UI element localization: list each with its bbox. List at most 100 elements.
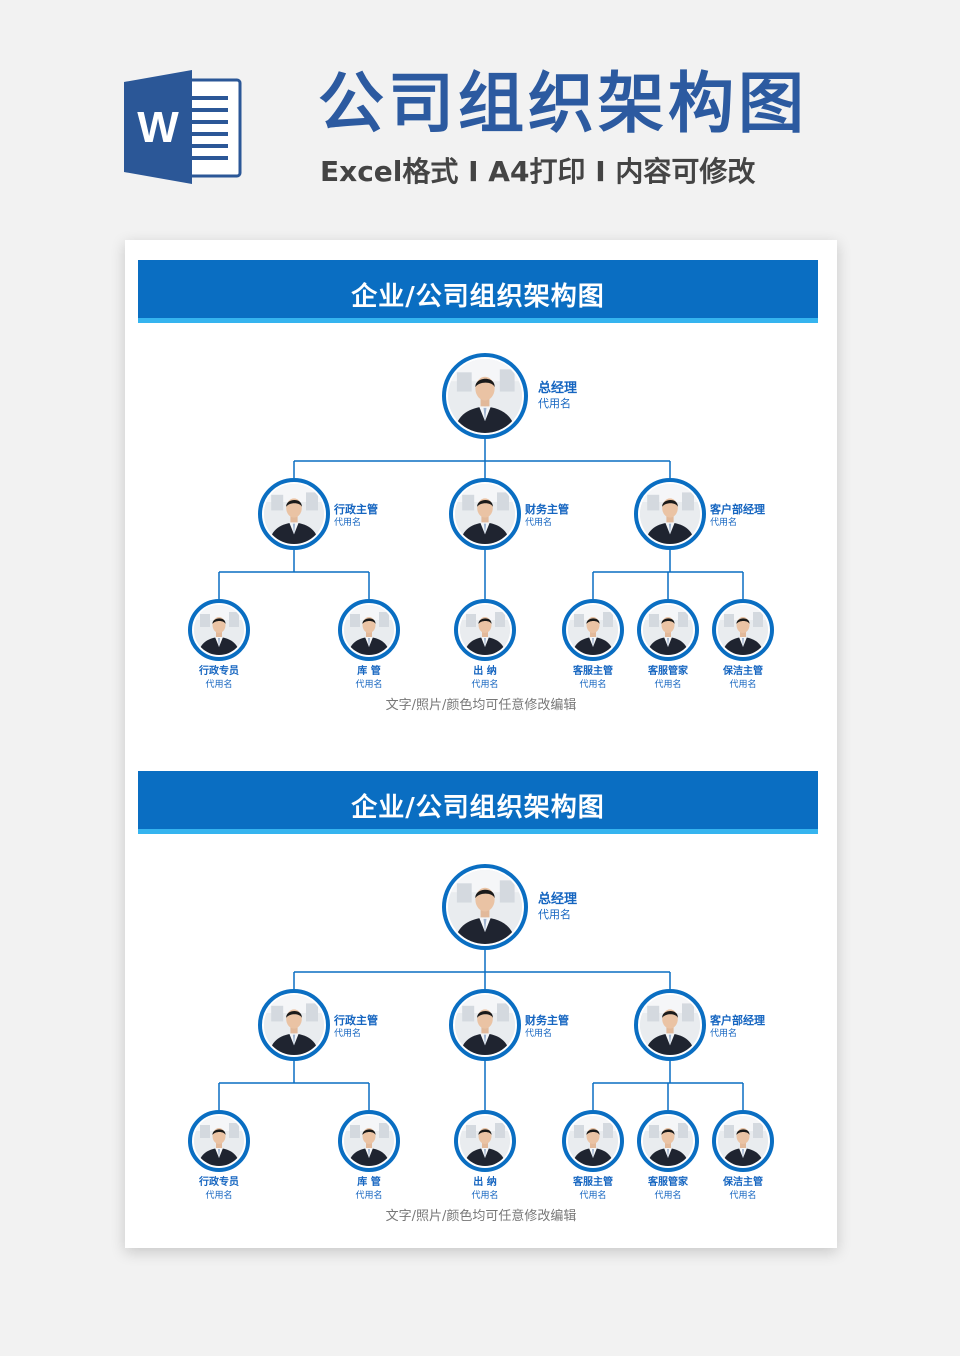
org-chart-section: 企业/公司组织架构图总经理代用名行政主管代用名财务主管代用名客户部经理代用名行政…: [125, 771, 837, 1251]
role-title: 出 纳: [473, 1177, 497, 1188]
position-label: 客服主管代用名: [553, 665, 633, 691]
staff-node: [562, 599, 624, 661]
person-name: 代用名: [579, 1191, 607, 1201]
manager-node: [634, 989, 706, 1061]
person-name: 代用名: [538, 908, 571, 921]
staff-node: [454, 1110, 516, 1172]
connector-lines: [218, 950, 744, 1110]
org-chart-section: 企业/公司组织架构图总经理代用名行政主管代用名财务主管代用名客户部经理代用名行政…: [125, 260, 837, 740]
position-label: 总经理代用名: [538, 891, 577, 922]
edit-note: 文字/照片/颜色均可任意修改编辑: [385, 1209, 577, 1224]
banner-title: 企业/公司组织架构图: [351, 282, 605, 312]
manager-node: [634, 478, 706, 550]
person-photo: [448, 359, 522, 433]
role-title: 客服主管: [573, 1177, 613, 1188]
position-label: 出 纳代用名: [445, 665, 525, 691]
person-photo: [344, 605, 394, 655]
person-name: 代用名: [710, 1029, 738, 1039]
person-photo: [264, 995, 324, 1055]
person-photo: [640, 484, 700, 544]
person-photo: [460, 605, 510, 655]
person-photo: [344, 1116, 394, 1166]
staff-node: [188, 599, 250, 661]
role-title: 总经理: [538, 381, 578, 396]
staff-node: [712, 1110, 774, 1172]
position-label: 客服管家代用名: [628, 665, 708, 691]
person-photo: [568, 605, 618, 655]
staff-node: [338, 1110, 400, 1172]
role-title: 行政主管: [334, 503, 378, 516]
staff-node: [188, 1110, 250, 1172]
person-photo: [194, 605, 244, 655]
position-label: 客服主管代用名: [553, 1176, 633, 1202]
ceo-node: [442, 864, 528, 950]
role-title: 总经理: [538, 892, 578, 907]
person-name: 代用名: [355, 1191, 383, 1201]
person-name: 代用名: [525, 518, 553, 528]
section-banner: 企业/公司组织架构图: [138, 260, 818, 323]
person-name: 代用名: [654, 1191, 682, 1201]
person-name: 代用名: [205, 680, 233, 690]
role-title: 客户部经理: [710, 1014, 765, 1027]
word-logo-letter: W: [137, 103, 179, 152]
person-photo: [640, 995, 700, 1055]
position-label: 财务主管代用名: [525, 1013, 569, 1040]
position-label: 库 管代用名: [329, 665, 409, 691]
position-label: 总经理代用名: [538, 380, 577, 411]
person-name: 代用名: [334, 518, 362, 528]
role-title: 财务主管: [525, 503, 569, 516]
position-label: 客户部经理代用名: [710, 502, 765, 529]
role-title: 库 管: [357, 1177, 381, 1188]
person-name: 代用名: [729, 680, 757, 690]
person-photo: [718, 605, 768, 655]
person-name: 代用名: [334, 1029, 362, 1039]
position-label: 库 管代用名: [329, 1176, 409, 1202]
person-name: 代用名: [538, 397, 571, 410]
position-label: 客服管家代用名: [628, 1176, 708, 1202]
position-label: 保洁主管代用名: [703, 1176, 783, 1202]
staff-node: [562, 1110, 624, 1172]
position-label: 行政主管代用名: [334, 502, 378, 529]
role-title: 出 纳: [473, 666, 497, 677]
staff-node: [637, 1110, 699, 1172]
document-sheet: 企业/公司组织架构图总经理代用名行政主管代用名财务主管代用名客户部经理代用名行政…: [125, 240, 837, 1248]
person-name: 代用名: [654, 680, 682, 690]
person-photo: [448, 870, 522, 944]
section-banner: 企业/公司组织架构图: [138, 771, 818, 834]
role-title: 行政专员: [199, 666, 239, 677]
role-title: 保洁主管: [723, 666, 763, 677]
position-label: 行政主管代用名: [334, 1013, 378, 1040]
ceo-node: [442, 353, 528, 439]
manager-node: [449, 478, 521, 550]
position-label: 行政专员代用名: [179, 1176, 259, 1202]
position-label: 保洁主管代用名: [703, 665, 783, 691]
person-photo: [643, 1116, 693, 1166]
staff-node: [712, 599, 774, 661]
position-label: 客户部经理代用名: [710, 1013, 765, 1040]
staff-node: [637, 599, 699, 661]
role-title: 行政专员: [199, 1177, 239, 1188]
person-name: 代用名: [205, 1191, 233, 1201]
position-label: 行政专员代用名: [179, 665, 259, 691]
person-photo: [643, 605, 693, 655]
person-photo: [455, 484, 515, 544]
role-title: 保洁主管: [723, 1177, 763, 1188]
staff-node: [454, 599, 516, 661]
person-name: 代用名: [525, 1029, 553, 1039]
person-photo: [460, 1116, 510, 1166]
person-name: 代用名: [471, 680, 499, 690]
person-photo: [194, 1116, 244, 1166]
staff-node: [338, 599, 400, 661]
manager-node: [258, 478, 330, 550]
person-photo: [264, 484, 324, 544]
person-name: 代用名: [729, 1191, 757, 1201]
person-name: 代用名: [710, 518, 738, 528]
connector-lines: [218, 439, 744, 599]
role-title: 客服主管: [573, 666, 613, 677]
person-name: 代用名: [355, 680, 383, 690]
position-label: 财务主管代用名: [525, 502, 569, 529]
role-title: 财务主管: [525, 1014, 569, 1027]
page-title: 公司组织架构图: [318, 65, 808, 142]
role-title: 客户部经理: [710, 503, 765, 516]
role-title: 行政主管: [334, 1014, 378, 1027]
